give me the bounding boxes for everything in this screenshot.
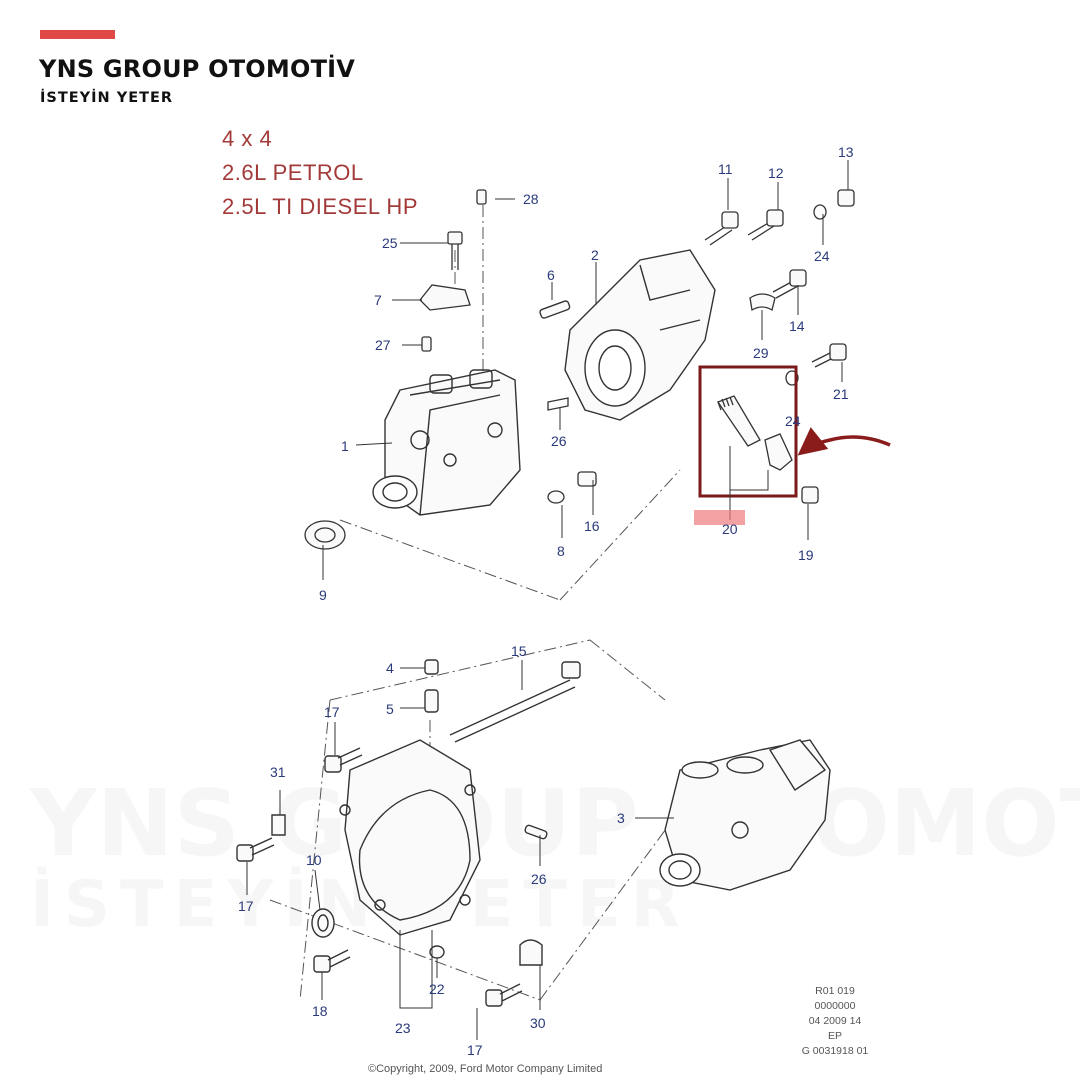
bell-housing [236,659,581,1007]
callout-17-top: 17 [324,704,340,720]
reference-code-block: R01 019 0000000 04 2009 14 EP G 0031918 … [780,984,890,1059]
brand-name: YNS GROUP OTOMOTİV [39,55,356,83]
callout-28: 28 [523,191,539,207]
callout-22: 22 [429,981,445,997]
highlighted-part-20 [694,365,819,525]
callout-7: 7 [374,292,382,308]
callout-9: 9 [319,587,327,603]
callout-10: 10 [306,852,322,868]
callout-19: 19 [798,547,814,563]
fasteners-upper-right [704,189,855,386]
callout-numbers: 1 2 3 4 5 6 7 8 9 10 11 12 13 14 15 16 1… [238,144,854,1058]
callout-14: 14 [789,318,805,334]
callout-15: 15 [511,643,527,659]
callout-leader-lines [246,160,849,1040]
brand-accent-bar [40,30,115,39]
spec-petrol: 2.6L PETROL [222,160,364,185]
callout-31: 31 [270,764,286,780]
callout-20: 20 [722,521,738,537]
highlight-frame [698,365,798,498]
callout-25: 25 [382,235,398,251]
pointer-arrow [797,427,891,456]
callout-27: 27 [375,337,391,353]
callout-11: 11 [718,161,733,177]
reference-line: 04 2009 14 [808,1015,862,1027]
callout-12: 12 [768,165,784,181]
callout-21: 21 [833,386,849,402]
callout-2: 2 [591,247,599,263]
callout-16: 16 [584,518,600,534]
callout-13: 13 [838,144,854,160]
callout-3: 3 [617,810,625,826]
transfer-case-assembly [659,739,831,891]
transfer-case-rear-housing [539,249,716,421]
callout-17-left: 17 [238,898,254,914]
callout-26-top: 26 [551,433,567,449]
callout-24-mid: 24 [785,413,801,429]
reference-line: G 0031918 01 [801,1045,869,1057]
callout-1: 1 [341,438,349,454]
reference-line: R01 019 [815,985,855,997]
callout-8: 8 [557,543,565,559]
callout-18: 18 [312,1003,328,1019]
callout-26-bottom: 26 [531,871,547,887]
callout-6: 6 [547,267,555,283]
callout-5: 5 [386,701,394,717]
callout-29: 29 [753,345,769,361]
spec-diesel: 2.5L TI DIESEL HP [222,194,418,219]
reference-line: EP [827,1030,842,1042]
small-fasteners-upper-left [304,189,597,550]
copyright-notice: ©Copyright, 2009, Ford Motor Company Lim… [368,1063,603,1075]
callout-24-top: 24 [814,248,830,264]
brand-tagline: İSTEYİN YETER [40,90,174,106]
callout-30: 30 [530,1015,546,1031]
spec-drive: 4 x 4 [222,126,273,151]
reference-line: 0000000 [814,1000,856,1012]
highlight-label-marker [694,510,745,525]
callout-23: 23 [395,1020,411,1036]
callout-17-bottom: 17 [467,1042,483,1058]
transfer-case-front-housing [372,369,521,516]
callout-4: 4 [386,660,394,676]
